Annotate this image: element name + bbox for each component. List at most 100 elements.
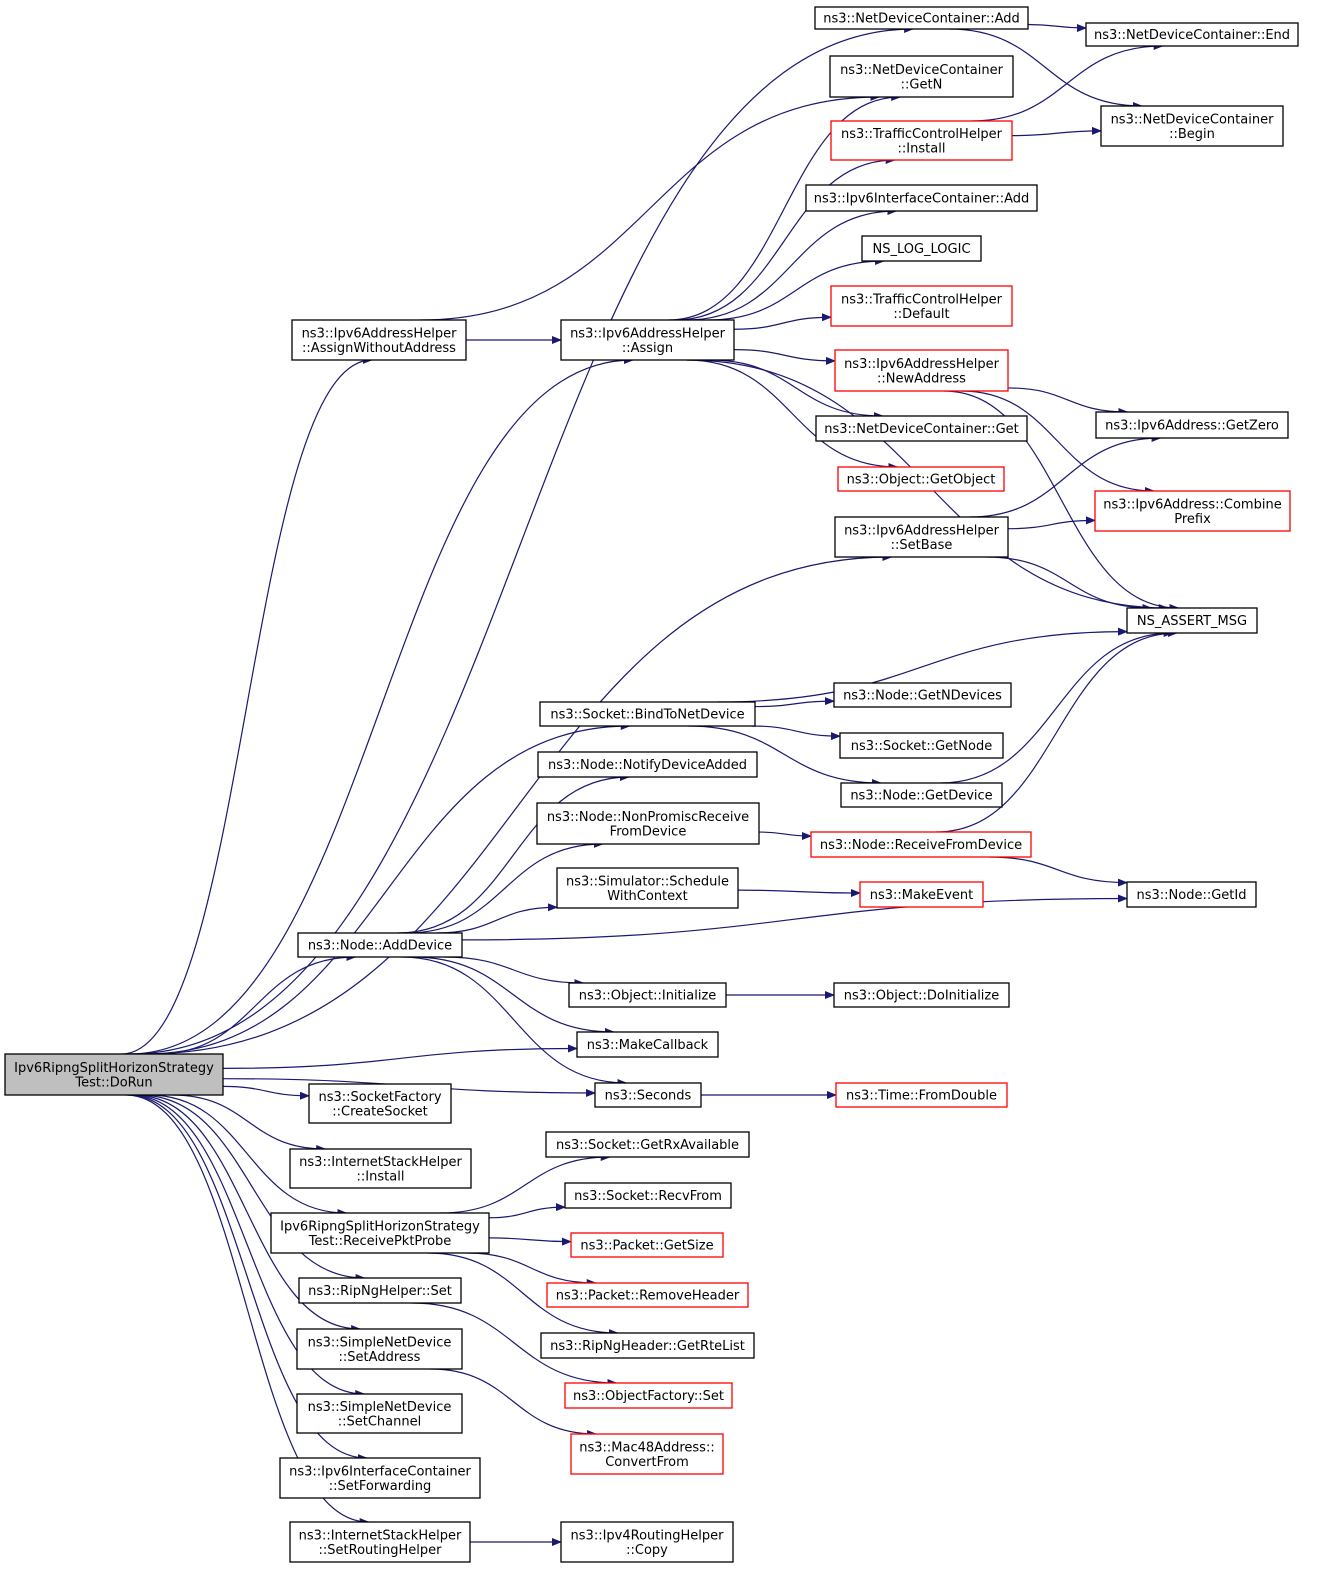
node-label: ns3::Ipv6Address::GetZero	[1105, 419, 1279, 434]
node-ish-install[interactable]: ns3::InternetStackHelper::Install	[289, 1148, 472, 1189]
node-label: ::Assign	[622, 341, 673, 356]
node-box	[568, 982, 727, 1008]
node-label: WithContext	[607, 889, 687, 904]
node-label: ns3::NetDeviceContainer::Get	[824, 422, 1019, 437]
node-box	[289, 1521, 471, 1563]
node-label: ns3::NetDeviceContainer	[840, 63, 1004, 78]
node-obj-getobject[interactable]: ns3::Object::GetObject	[837, 466, 1005, 492]
node-addr-getzero[interactable]: ns3::Ipv6Address::GetZero	[1095, 411, 1289, 439]
node-label: ns3::SimpleNetDevice	[308, 1335, 452, 1350]
node-objfactory-set[interactable]: ns3::ObjectFactory::Set	[564, 1382, 733, 1409]
node-ish-setrouting[interactable]: ns3::InternetStackHelper::SetRoutingHelp…	[289, 1521, 471, 1563]
node-box	[1094, 490, 1291, 532]
node-sock-recvfrom[interactable]: ns3::Socket::RecvFrom	[564, 1182, 732, 1209]
node-pkt-getsize[interactable]: ns3::Packet::GetSize	[570, 1232, 724, 1258]
node-ns-log-logic[interactable]: NS_LOG_LOGIC	[861, 235, 982, 262]
node-node-receive[interactable]: ns3::Node::ReceiveFromDevice	[810, 831, 1032, 858]
node-label: ::Install	[898, 141, 946, 156]
node-ns-assert-msg[interactable]: NS_ASSERT_MSG	[1126, 607, 1258, 634]
node-sock-getnode[interactable]: ns3::Socket::GetNode	[839, 732, 1004, 759]
node-sock-getrxavail[interactable]: ns3::Socket::GetRxAvailable	[545, 1131, 750, 1158]
node-snd-setchannel[interactable]: ns3::SimpleNetDevice::SetChannel	[296, 1393, 463, 1434]
node-ripng-set[interactable]: ns3::RipNgHelper::Set	[298, 1277, 462, 1304]
edge-node-getdevice-to-ns-assert-msg	[940, 629, 1174, 784]
node-box	[839, 732, 1004, 759]
node-ndc-begin[interactable]: ns3::NetDeviceContainer::Begin	[1100, 105, 1284, 147]
node-node-getid[interactable]: ns3::Node::GetId	[1126, 881, 1257, 908]
node-label: ::Install	[357, 1169, 405, 1184]
node-box	[1126, 607, 1258, 634]
node-label: ns3::Node::NonPromiscReceive	[547, 810, 749, 825]
node-label: ns3::Object::DoInitialize	[844, 989, 1000, 1004]
node-ipv6ic-setfwd[interactable]: ns3::Ipv6InterfaceContainer::SetForwardi…	[279, 1457, 481, 1499]
node-node-getdevice[interactable]: ns3::Node::GetDevice	[840, 782, 1003, 808]
node-sf-createsocket[interactable]: ns3::SocketFactory::CreateSocket	[308, 1083, 452, 1124]
edge-ah-assign-to-ndc-get	[709, 359, 884, 420]
node-label: Ipv6RipngSplitHorizonStrategy	[280, 1219, 480, 1234]
edge-layer	[121, 23, 1180, 1546]
node-box	[810, 831, 1032, 858]
node-ah-newaddress[interactable]: ns3::Ipv6AddressHelper::NewAddress	[834, 349, 1009, 392]
node-ndc-get[interactable]: ns3::NetDeviceContainer::Get	[815, 415, 1028, 442]
node-label: Prefix	[1174, 512, 1211, 527]
node-seconds[interactable]: ns3::Seconds	[594, 1082, 702, 1108]
edge-node-adddevice-to-node-getid	[461, 894, 1128, 941]
node-node-adddevice[interactable]: ns3::Node::AddDevice	[297, 932, 463, 958]
edge-node-adddevice-to-obj-initialize	[444, 956, 585, 987]
node-ah-setbase[interactable]: ns3::Ipv6AddressHelper::SetBase	[834, 516, 1009, 558]
node-label: ns3::Mac48Address::	[579, 1440, 714, 1455]
node-label: ns3::Socket::GetNode	[851, 739, 992, 754]
node-receivepktprobe[interactable]: Ipv6RipngSplitHorizonStrategyTest::Recei…	[270, 1212, 490, 1254]
node-pkt-removeheader[interactable]: ns3::Packet::RemoveHeader	[546, 1282, 749, 1308]
node-ipv6ic-add[interactable]: ns3::Ipv6InterfaceContainer::Add	[805, 184, 1038, 212]
node-box	[298, 1277, 462, 1304]
node-label: ns3::InternetStackHelper	[299, 1155, 462, 1170]
node-label: ns3::NetDeviceContainer	[1111, 112, 1275, 127]
edge-ndc-add-to-ndc-begin	[949, 28, 1143, 110]
node-ah-assign[interactable]: ns3::Ipv6AddressHelper::Assign	[560, 319, 735, 361]
node-box	[4, 1053, 224, 1096]
node-node-getndevices[interactable]: ns3::Node::GetNDevices	[833, 682, 1012, 708]
edge-receivepktprobe-to-sock-recvfrom	[488, 1203, 566, 1219]
node-ah-assign-wo[interactable]: ns3::Ipv6AddressHelper::AssignWithoutAdd…	[291, 319, 467, 361]
node-label: Test::ReceivePktProbe	[308, 1234, 452, 1249]
node-obj-doinitialize[interactable]: ns3::Object::DoInitialize	[833, 982, 1010, 1008]
node-tch-default[interactable]: ns3::TrafficControlHelper::Default	[830, 285, 1013, 327]
node-time-fromdouble[interactable]: ns3::Time::FromDouble	[835, 1082, 1008, 1108]
node-ndc-getn[interactable]: ns3::NetDeviceContainer::GetN	[829, 55, 1014, 98]
node-ipv4rh-copy[interactable]: ns3::Ipv4RoutingHelper::Copy	[560, 1521, 734, 1563]
node-makeevent[interactable]: ns3::MakeEvent	[859, 881, 984, 908]
node-sock-bind[interactable]: ns3::Socket::BindToNetDevice	[539, 701, 756, 727]
edge-sock-bind-to-sock-getnode	[751, 725, 841, 741]
node-label: ns3::Ipv6InterfaceContainer::Add	[814, 192, 1030, 207]
node-label: NS_LOG_LOGIC	[872, 242, 970, 257]
node-box	[837, 466, 1005, 492]
node-box	[536, 802, 760, 845]
node-ndc-add[interactable]: ns3::NetDeviceContainer::Add	[814, 6, 1029, 30]
node-label: ns3::Simulator::Schedule	[566, 874, 729, 889]
node-obj-initialize[interactable]: ns3::Object::Initialize	[568, 982, 727, 1008]
node-box	[291, 319, 467, 361]
edge-sock-bind-to-ns-assert-msg	[717, 627, 1128, 703]
node-box	[829, 55, 1014, 98]
node-label: ns3::SimpleNetDevice	[308, 1400, 452, 1415]
edge-node-adddevice-to-node-nonpromisc	[406, 840, 604, 934]
node-makecallback[interactable]: ns3::MakeCallback	[576, 1031, 719, 1058]
node-tch-install[interactable]: ns3::TrafficControlHelper::Install	[830, 120, 1013, 161]
node-ripngheader-rte[interactable]: ns3::RipNgHeader::GetRteList	[540, 1332, 755, 1359]
node-ndc-end[interactable]: ns3::NetDeviceContainer::End	[1085, 22, 1299, 47]
edge-root-to-ah-assign	[128, 356, 634, 1055]
node-snd-setaddress[interactable]: ns3::SimpleNetDevice::SetAddress	[296, 1328, 463, 1370]
edge-ah-assign-wo-to-ndc-getn	[420, 93, 881, 321]
edge-ndc-add-to-ndc-end	[1027, 23, 1087, 33]
node-mac48-convert[interactable]: ns3::Mac48Address::ConvertFrom	[570, 1433, 724, 1475]
node-label: ns3::InternetStackHelper	[299, 1528, 462, 1543]
node-label: ns3::Node::GetNDevices	[843, 689, 1002, 704]
edge-ripng-set-to-objfactory-set	[411, 1302, 618, 1387]
node-node-notify[interactable]: ns3::Node::NotifyDeviceAdded	[537, 751, 758, 778]
node-box	[861, 235, 982, 262]
